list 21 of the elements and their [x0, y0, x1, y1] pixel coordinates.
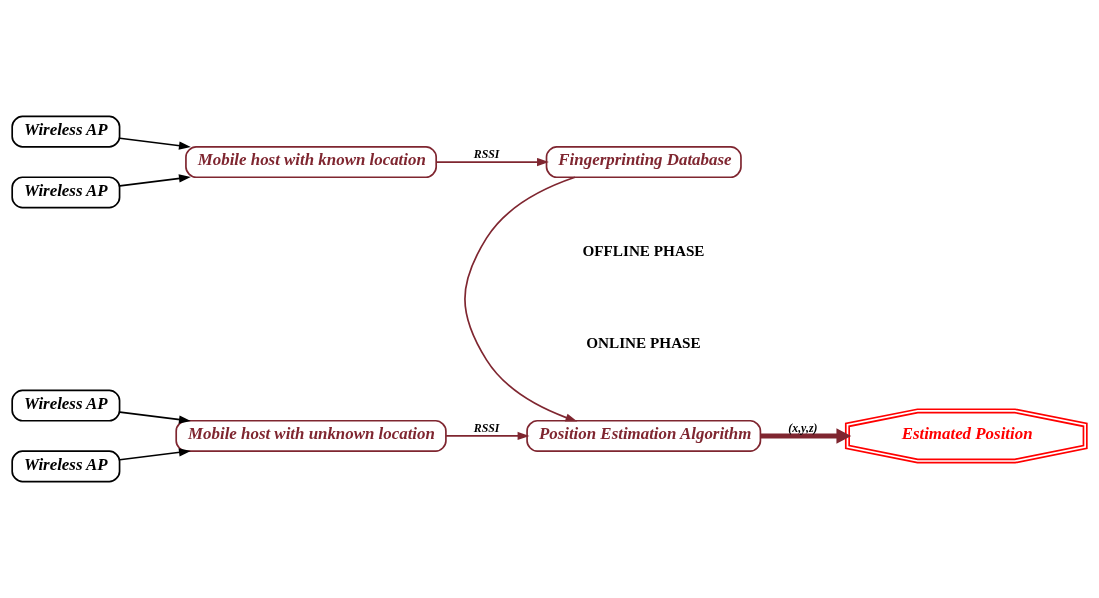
node-box: Position Estimation Algorithm — [526, 419, 762, 453]
arrow — [119, 174, 191, 187]
node-box: Fingerprinting Database — [545, 145, 742, 179]
node-box: Wireless AP — [11, 389, 121, 422]
arrow — [760, 428, 852, 444]
arrow — [445, 431, 530, 441]
arrow — [119, 137, 191, 150]
arrow — [119, 411, 191, 424]
node-box: Wireless AP — [11, 176, 121, 209]
edge-label: RSSI — [473, 420, 500, 435]
node-box: Mobile host with unknown location — [175, 419, 447, 453]
arrow — [435, 157, 549, 167]
node-box: Wireless AP — [11, 115, 121, 148]
arrow — [119, 448, 191, 461]
arrow — [464, 176, 578, 422]
node-box: Mobile host with known location — [185, 145, 438, 179]
node-box: Wireless AP — [11, 450, 121, 483]
label: ONLINE PHASE — [586, 333, 701, 351]
edge-label: (x,y,z) — [788, 420, 818, 435]
edge-label: RSSI — [473, 146, 500, 161]
label: OFFLINE PHASE — [582, 242, 705, 260]
